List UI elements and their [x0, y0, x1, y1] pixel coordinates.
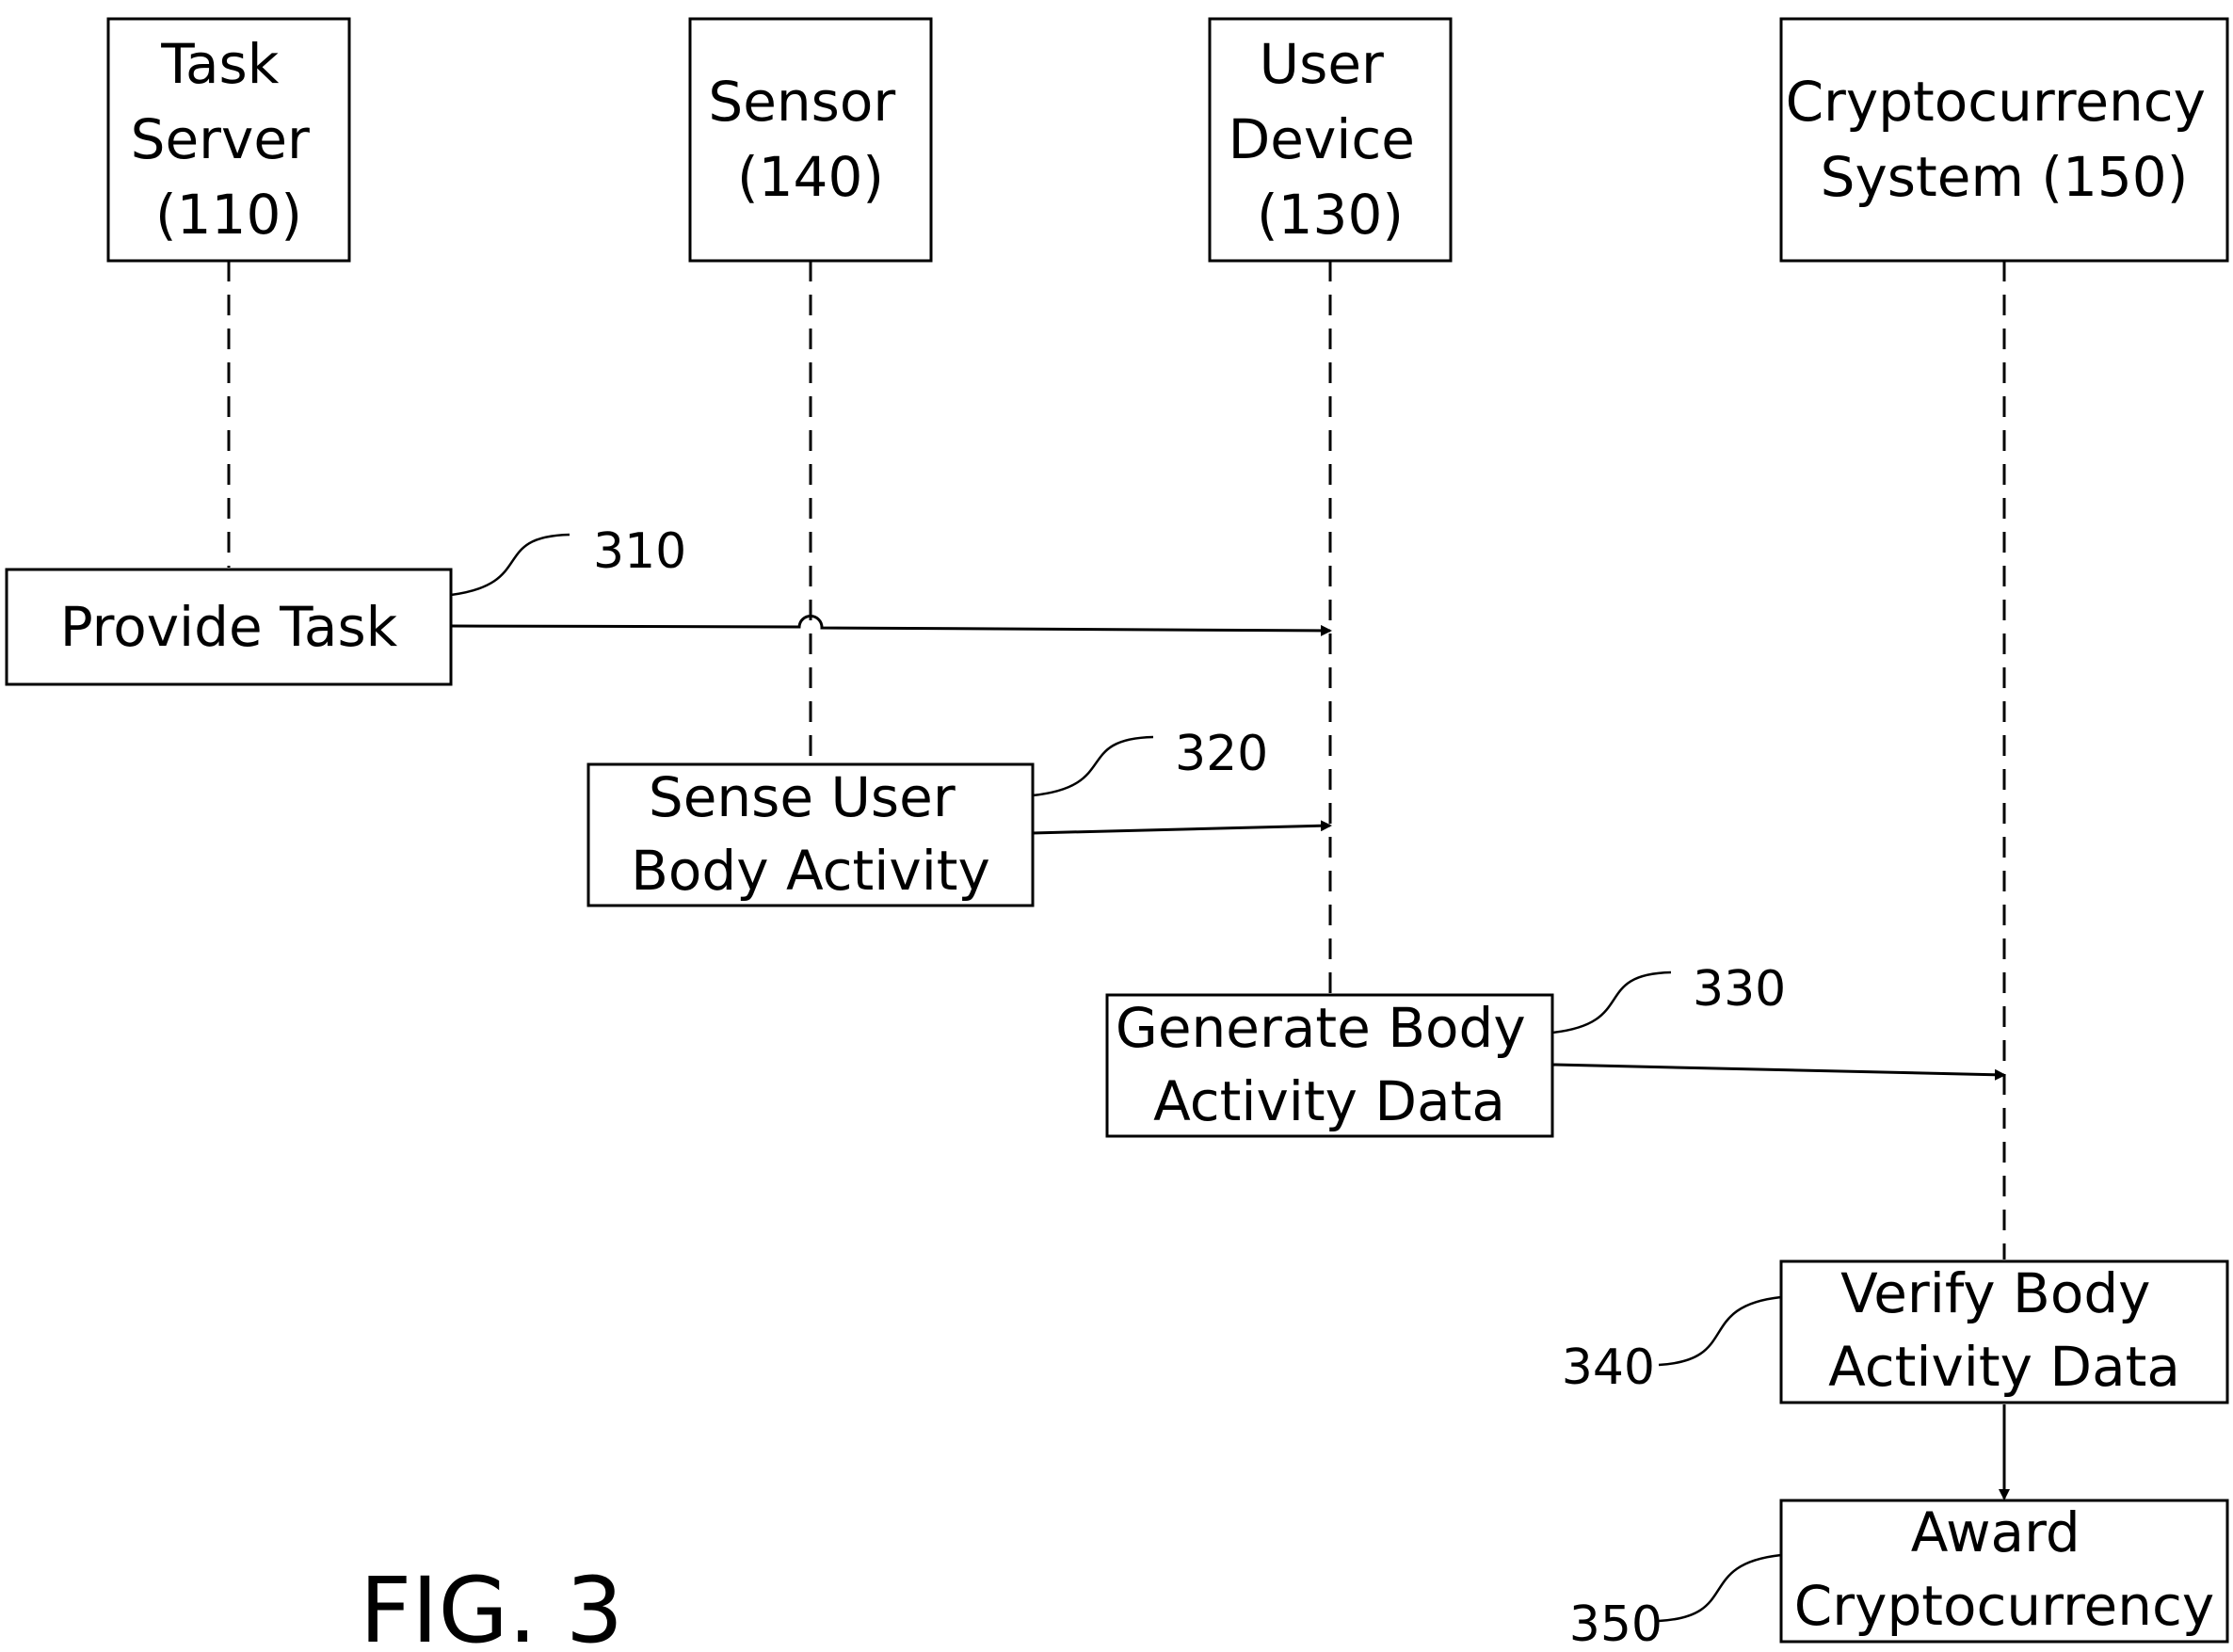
- ref-number-340: 340: [1562, 1339, 1655, 1396]
- participant-box-crypto-system: [1779, 17, 2229, 263]
- figure-label: FIG. 3: [360, 1558, 623, 1652]
- ref-number-330: 330: [1693, 961, 1786, 1018]
- ref-number-320: 320: [1175, 726, 1268, 782]
- step-box-award-crypto: [1779, 1499, 2229, 1644]
- participant-label-crypto-system: Cryptocurrency System (150): [1786, 70, 2224, 209]
- step-box-generate-data: [1105, 993, 1554, 1138]
- leader-310: [450, 533, 570, 597]
- participant-box-user-device: [1208, 17, 1453, 263]
- step-label-sense-activity: Sense User Body Activity: [631, 765, 990, 903]
- step-label-provide-task: Provide Task: [60, 595, 398, 659]
- leader-320: [1032, 735, 1154, 797]
- step-label-award-crypto: Award Cryptocurrency: [1794, 1500, 2214, 1638]
- ref-number-350: 350: [1569, 1596, 1663, 1652]
- leader-330: [1551, 970, 1672, 1035]
- leader-350: [1658, 1553, 1782, 1623]
- participant-box-task-server: [106, 17, 351, 263]
- arrow-provide-task: [450, 615, 1332, 636]
- step-box-sense-activity: [586, 762, 1035, 907]
- step-box-provide-task: [5, 568, 453, 686]
- participant-label-user-device: User Device (130): [1229, 32, 1433, 247]
- participant-box-sensor: [688, 17, 933, 263]
- step-label-generate-data: Generate Body Activity Data: [1116, 996, 1543, 1133]
- step-box-verify-data: [1779, 1259, 2229, 1404]
- ref-number-310: 310: [593, 523, 686, 580]
- leader-340: [1658, 1295, 1782, 1367]
- arrow-sense-activity: [1032, 820, 1332, 835]
- participant-label-sensor: Sensor (140): [708, 70, 912, 209]
- participant-label-task-server: Task Server (110): [131, 32, 328, 247]
- step-label-verify-data: Verify Body Activity Data: [1828, 1261, 2180, 1399]
- arrow-generate-data: [1551, 1063, 2006, 1081]
